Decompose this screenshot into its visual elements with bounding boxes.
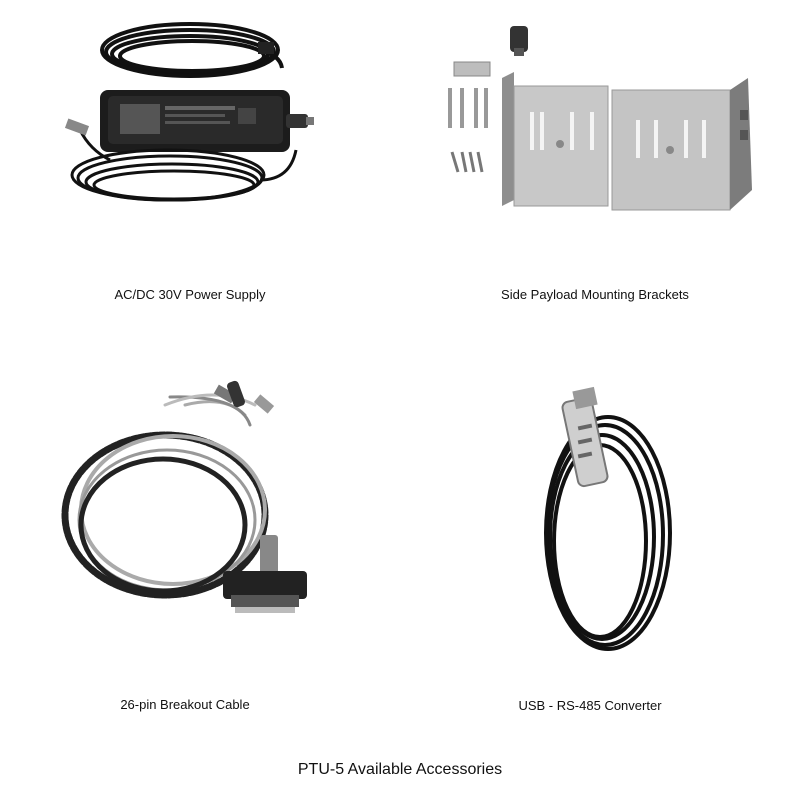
- breakout-cable-caption: 26-pin Breakout Cable: [120, 697, 250, 712]
- power-supply-caption: AC/DC 30V Power Supply: [114, 287, 266, 302]
- mounting-brackets-caption: Side Payload Mounting Brackets: [501, 287, 689, 302]
- usb-converter-image: [544, 386, 672, 651]
- breakout-cable-image: [61, 380, 307, 613]
- power-supply-image: [64, 22, 314, 202]
- page-title: PTU-5 Available Accessories: [297, 761, 503, 778]
- mounting-brackets-image: [448, 26, 752, 211]
- usb-converter-caption: USB - RS-485 Converter: [518, 698, 662, 713]
